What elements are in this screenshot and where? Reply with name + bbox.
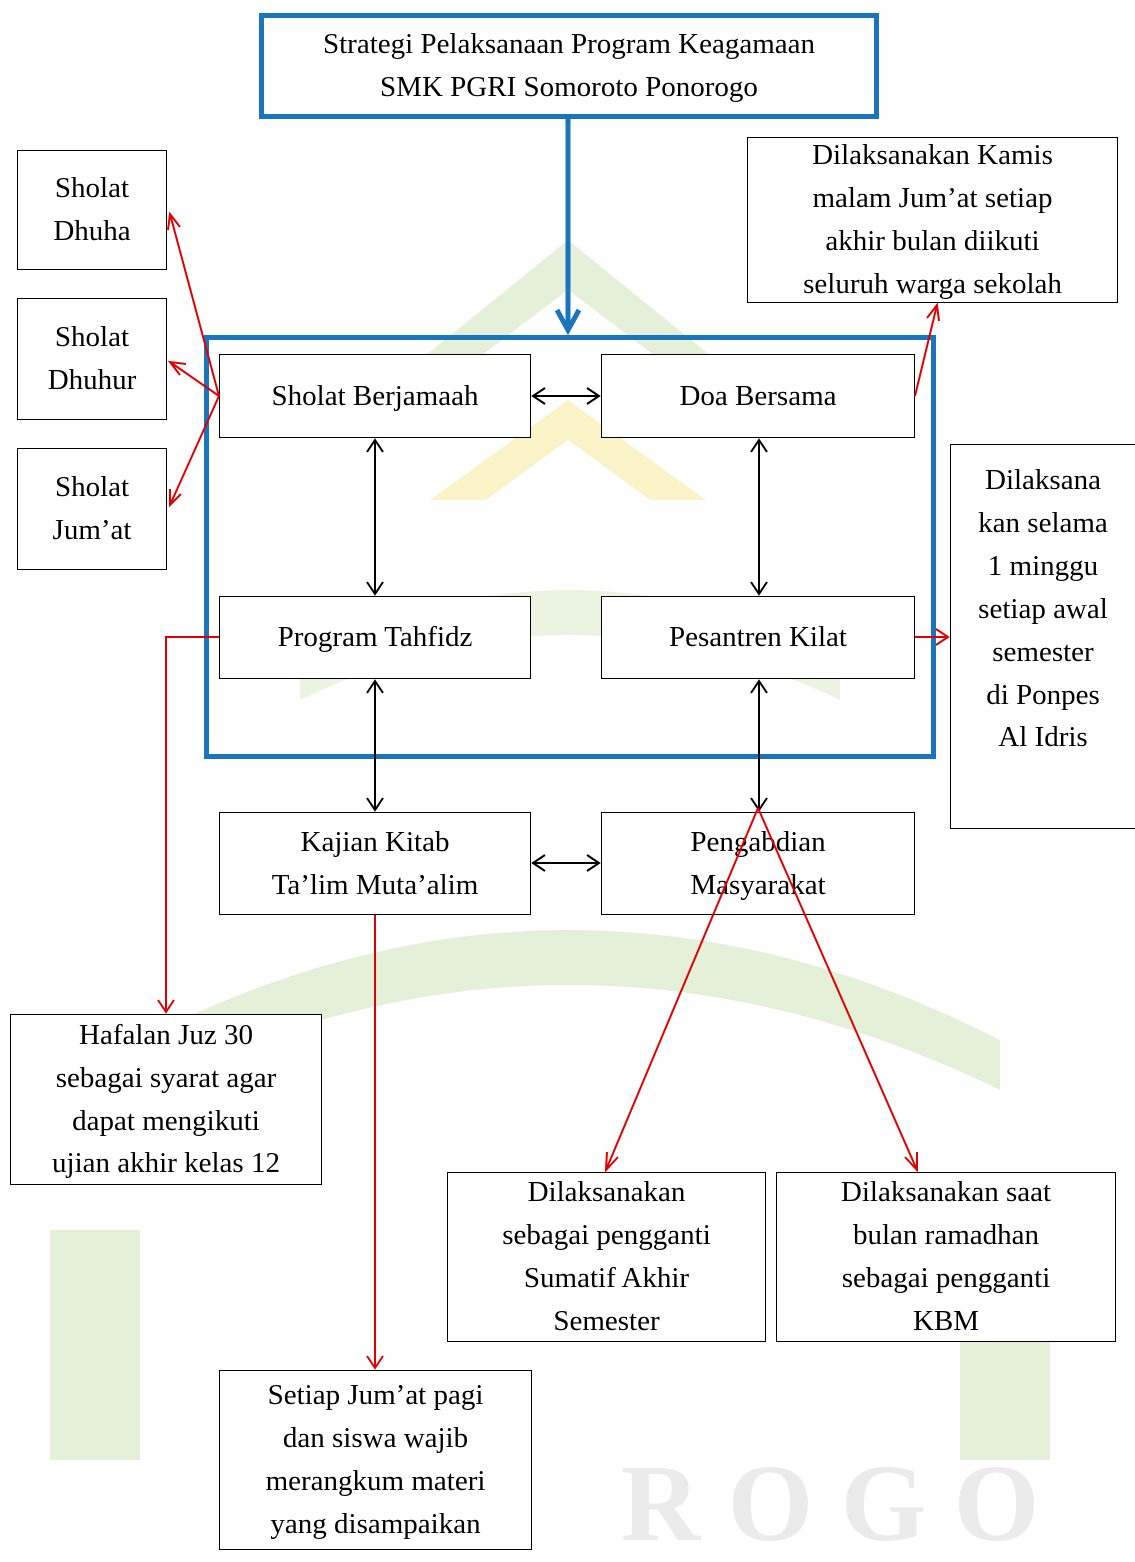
pesantren-note-box: Dilaksana kan selama 1 minggu setiap awa…: [950, 444, 1135, 829]
sholat-dhuha-box: Sholat Dhuha: [17, 150, 167, 270]
kajian-kitab-box: Kajian Kitab Ta’lim Muta’alim: [219, 812, 531, 915]
diagram-title: Strategi Pelaksanaan Program Keagamaan S…: [259, 13, 879, 119]
sholat-jumat-box: Sholat Jum’at: [17, 448, 167, 570]
tahfidz-note-box: Hafalan Juz 30 sebagai syarat agar dapat…: [10, 1014, 322, 1185]
pengabdian-note-1-box: Dilaksanakan sebagai pengganti Sumatif A…: [447, 1172, 766, 1342]
doa-bersama-box: Doa Bersama: [601, 354, 915, 438]
doa-note-box: Dilaksanakan Kamis malam Jum’at setiap a…: [747, 137, 1118, 303]
sholat-berjamaah-box: Sholat Berjamaah: [219, 354, 531, 438]
pengabdian-note-2-box: Dilaksanakan saat bulan ramadhan sebagai…: [776, 1172, 1116, 1342]
kajian-note-box: Setiap Jum’at pagi dan siswa wajib meran…: [219, 1370, 532, 1550]
sholat-dhuhur-box: Sholat Dhuhur: [17, 298, 167, 420]
watermark-text: R O G O: [621, 1442, 1040, 1562]
programs-frame: [204, 335, 936, 759]
pesantren-kilat-box: Pesantren Kilat: [601, 596, 915, 679]
program-tahfidz-box: Program Tahfidz: [219, 596, 531, 679]
pengabdian-masyarakat-box: Pengabdian Masyarakat: [601, 812, 915, 915]
